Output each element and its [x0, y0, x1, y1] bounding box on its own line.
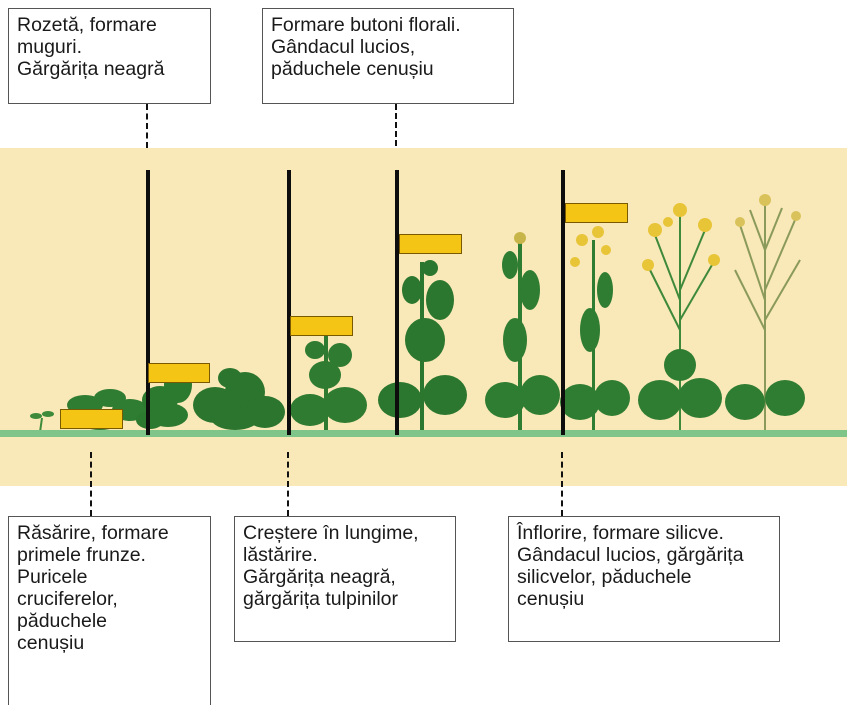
label-line: silicvelor, păduchele	[517, 566, 771, 588]
label-line: cruciferelor,	[17, 588, 202, 610]
plant-stage-8-icon	[638, 203, 722, 430]
label-line: Formare butoni florali.	[271, 14, 505, 36]
label-line: Răsărire, formare	[17, 522, 202, 544]
label-line: Gărgărița neagră	[17, 58, 202, 80]
label-butoni: Formare butoni florali. Gândacul lucios,…	[262, 8, 514, 104]
label-line: Puricele	[17, 566, 202, 588]
stage-marker-3	[290, 316, 353, 336]
stage-divider-1	[146, 170, 150, 435]
label-line: Gândacul lucios,	[271, 36, 505, 58]
stage-marker-5	[565, 203, 628, 223]
label-inflorire: Înflorire, formare silicve. Gândacul luc…	[508, 516, 780, 642]
connector-inflorire	[561, 452, 563, 516]
connector-rasarire	[90, 452, 92, 516]
label-line: cenușiu	[517, 588, 771, 610]
label-crestere: Creștere în lungime, lăstărire. Gărgăriț…	[234, 516, 456, 642]
plant-stage-9-icon	[725, 194, 805, 430]
label-line: Creștere în lungime,	[243, 522, 447, 544]
stage-marker-2	[148, 363, 210, 383]
label-line: Gândacul lucios, gărgărița	[517, 544, 771, 566]
label-line: Înflorire, formare silicve.	[517, 522, 771, 544]
plant-stage-6-icon	[485, 232, 560, 430]
label-line: păduchele	[17, 610, 202, 632]
label-line: gărgărița tulpinilor	[243, 588, 447, 610]
label-line: cenușiu	[17, 632, 202, 654]
ground-line	[0, 430, 847, 437]
plant-stage-4-icon	[290, 330, 367, 430]
label-rasarire: Răsărire, formare primele frunze. Purice…	[8, 516, 211, 705]
label-line: păduchele cenușiu	[271, 58, 505, 80]
stage-marker-1	[60, 409, 123, 429]
connector-butoni	[395, 104, 397, 146]
connector-rozeta	[146, 104, 148, 148]
label-line: lăstărire.	[243, 544, 447, 566]
connector-crestere	[287, 452, 289, 516]
label-line: Rozetă, formare	[17, 14, 202, 36]
stage-marker-4	[399, 234, 462, 254]
stage-divider-3	[395, 170, 399, 435]
plant-stage-5-icon	[378, 260, 467, 430]
seedling-icon	[30, 411, 54, 432]
label-rozeta: Rozetă, formare muguri. Gărgărița neagră	[8, 8, 211, 104]
stage-divider-2	[287, 170, 291, 435]
label-line: Gărgărița neagră,	[243, 566, 447, 588]
label-line: muguri.	[17, 36, 202, 58]
plant-stage-7-icon	[560, 226, 630, 430]
label-line: primele frunze.	[17, 544, 202, 566]
